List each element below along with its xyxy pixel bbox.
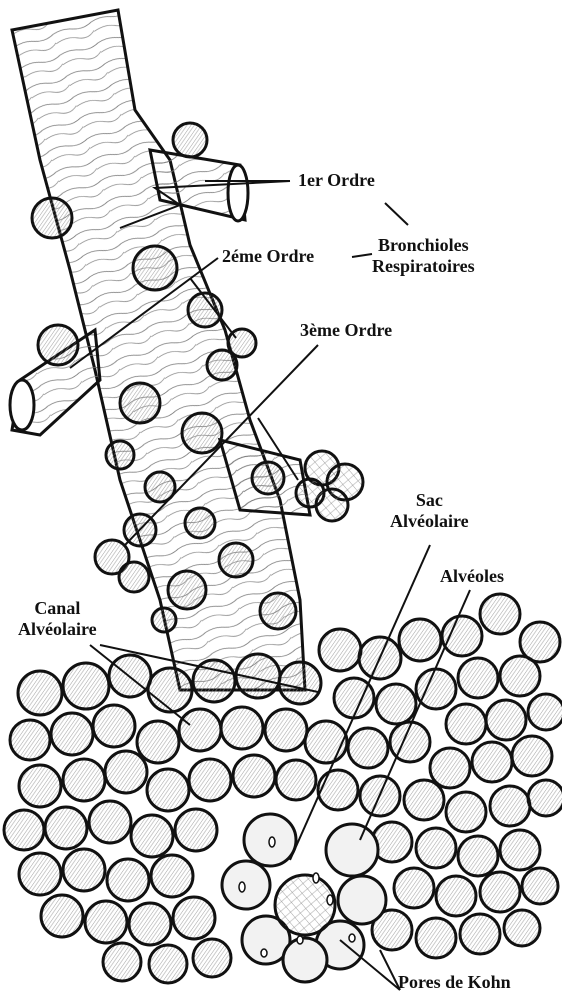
alveoles-text: Alvéoles <box>440 566 504 587</box>
canal-line2: Alvéolaire <box>18 619 97 640</box>
pores-text: Pores de Kohn <box>398 972 511 993</box>
label-alveoles: Alvéoles <box>440 566 504 587</box>
label-canal-alveolaire: Canal Alvéolaire <box>18 598 97 640</box>
sac-line2: Alvéolaire <box>390 511 469 532</box>
label-second-order: 2éme Ordre <box>222 246 314 267</box>
first-order-text: 1er Ordre <box>298 170 375 191</box>
canal-line1: Canal <box>18 598 97 619</box>
label-pores-de-kohn: Pores de Kohn <box>398 972 511 993</box>
bronchioles-line1: Bronchioles <box>372 235 475 256</box>
label-bronchioles-respiratoires: Bronchioles Respiratoires <box>372 235 475 277</box>
label-third-order: 3ème Ordre <box>300 320 392 341</box>
sac-line1: Sac <box>390 490 469 511</box>
label-first-order: 1er Ordre <box>298 170 375 191</box>
second-order-text: 2éme Ordre <box>222 246 314 267</box>
bronchioles-line2: Respiratoires <box>372 256 475 277</box>
label-sac-alveolaire: Sac Alvéolaire <box>390 490 469 532</box>
third-order-text: 3ème Ordre <box>300 320 392 341</box>
